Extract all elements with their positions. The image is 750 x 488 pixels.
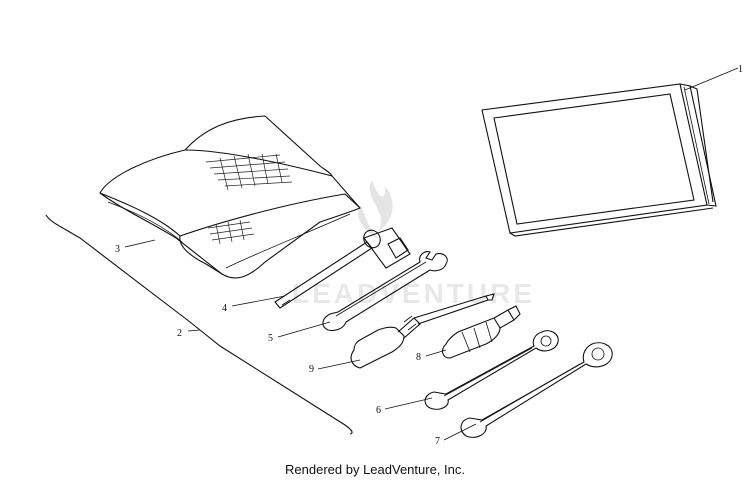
callout-6: 6	[376, 405, 381, 416]
callout-2: 2	[177, 328, 182, 339]
callout-4: 4	[222, 303, 227, 314]
owners-manual-part	[481, 83, 717, 237]
wrench-large-part	[460, 342, 613, 438]
leader-lines	[124, 67, 739, 441]
callout-8: 8	[416, 352, 421, 363]
watermark-text: LEADVENTURE	[292, 278, 536, 309]
callout-3: 3	[115, 244, 120, 255]
footer-credit: Rendered by LeadVenture, Inc.	[285, 462, 465, 477]
bit-driver-part	[441, 305, 521, 359]
socket-wrench-part	[274, 227, 411, 309]
screwdriver-part	[350, 293, 495, 369]
callout-9: 9	[309, 364, 314, 375]
kit-bracket	[45, 214, 353, 435]
wrench-small-part	[322, 251, 448, 332]
callout-5: 5	[268, 333, 273, 344]
watermark-logo	[358, 180, 393, 240]
callout-7: 7	[435, 436, 440, 447]
tool-bag-part	[99, 115, 361, 279]
wrench-medium-part	[424, 330, 559, 410]
callout-1: 1	[738, 64, 743, 75]
